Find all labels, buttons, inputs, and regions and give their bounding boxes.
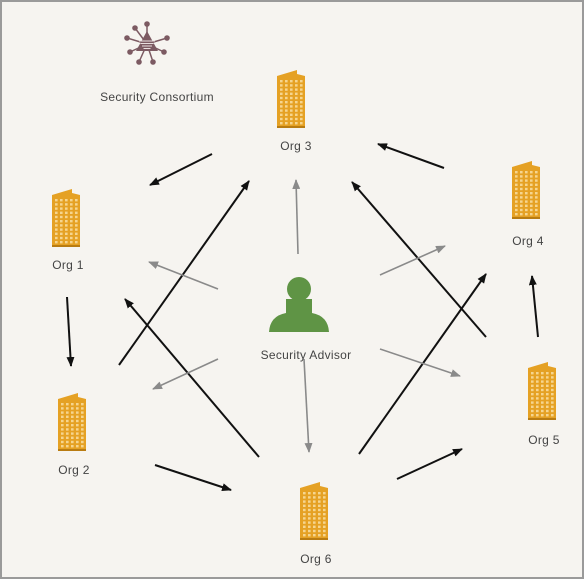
nodes-layer — [52, 21, 556, 540]
security-consortium-network-icon — [124, 21, 170, 65]
org-6-building-icon — [300, 482, 328, 540]
links-layer — [66, 143, 539, 491]
arrow-org2-to-org6 — [154, 464, 232, 491]
arrow-advisor-to-org4 — [379, 245, 446, 276]
arrow-advisor-to-org6 — [303, 358, 313, 453]
arrow-org6-to-org1 — [124, 298, 260, 458]
org-3-label: Org 3 — [280, 139, 312, 153]
arrow-advisor-to-org5 — [379, 348, 461, 377]
arrow-advisor-to-org1 — [148, 261, 219, 290]
arrow-org2-to-org3 — [118, 180, 250, 366]
arrow-org3-to-org1 — [149, 153, 213, 186]
arrow-advisor-to-org3 — [292, 179, 301, 255]
consortium-label: Security Consortium — [100, 90, 214, 104]
arrow-org5-to-org4 — [528, 275, 539, 338]
org-4-building-icon — [512, 161, 540, 219]
org-5-label: Org 5 — [528, 433, 560, 447]
org-6-label: Org 6 — [300, 552, 332, 566]
arrow-org1-to-org2 — [66, 296, 75, 367]
advisor-label: Security Advisor — [260, 348, 352, 362]
org-5-building-icon — [528, 362, 556, 420]
arrow-org6-to-org5 — [396, 448, 463, 480]
arrow-org5-to-org3 — [351, 181, 487, 338]
arrow-advisor-to-org2 — [152, 358, 219, 390]
org-3-building-icon — [277, 70, 305, 128]
org-1-building-icon — [52, 189, 80, 247]
arrow-org4-to-org3 — [377, 143, 445, 169]
org-2-label: Org 2 — [58, 463, 90, 477]
org-4-label: Org 4 — [512, 234, 544, 248]
security-advisor-user-icon — [269, 277, 329, 332]
org-2-building-icon — [58, 393, 86, 451]
org-1-label: Org 1 — [52, 258, 84, 272]
